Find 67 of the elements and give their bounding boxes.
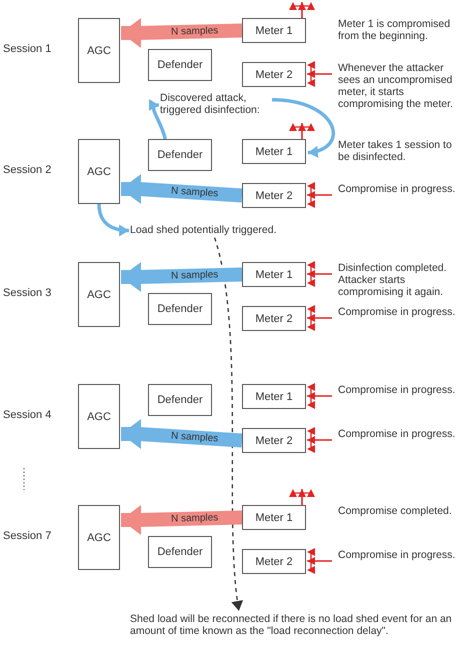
component-label: Meter 1 — [255, 144, 293, 160]
data-flow-arrow — [272, 98, 335, 157]
attack-arrow — [306, 547, 332, 575]
component-label: Meter 2 — [255, 68, 293, 82]
component-label: Defender — [157, 58, 203, 73]
note-text: Compromise completed. — [338, 505, 453, 517]
attack-arrow — [288, 122, 316, 139]
component-label: Meter 1 — [255, 24, 293, 38]
annotation-text: Discovered attack, triggered disinfection: — [160, 92, 272, 118]
defender-box — [148, 293, 212, 325]
attack-arrow — [288, 1, 316, 18]
component-label: AGC — [87, 410, 111, 424]
edge-label: N samples — [170, 512, 218, 525]
data-flow-arrow — [121, 262, 242, 292]
edge-label: N samples — [170, 270, 218, 282]
defender-box — [148, 384, 212, 416]
attack-arrow — [306, 181, 332, 209]
attack-arrow — [306, 304, 332, 332]
defender-box — [148, 536, 212, 568]
component-label: Meter 1 — [255, 390, 293, 404]
edge-label: N samples — [170, 185, 219, 200]
note-text: Compromise in progress. — [338, 183, 456, 195]
edge-label: N samples — [170, 430, 219, 444]
defender-box — [148, 49, 212, 81]
note-text: Meter takes 1 session to be disinfected. — [338, 139, 453, 163]
component-label: AGC — [87, 288, 111, 302]
component-label: Meter 2 — [255, 188, 293, 204]
note-text: Compromise in progress. — [338, 549, 456, 561]
component-label: Defender — [157, 545, 203, 560]
attack-arrow — [306, 260, 332, 288]
component-label: AGC — [87, 44, 111, 58]
data-flow-arrow — [121, 18, 242, 48]
edge-label: N samples — [170, 26, 218, 38]
note-text: Whenever the attacker sees an uncompromised meter, it starts compromising the meter. — [338, 62, 454, 110]
component-label: AGC — [87, 164, 111, 180]
component-label: Defender — [157, 302, 203, 317]
data-flow-arrow — [148, 100, 167, 140]
data-flow-arrow — [121, 419, 242, 449]
component-label: Defender — [157, 148, 203, 163]
annotation-text: Load shed potentially triggered. — [130, 224, 310, 237]
session-label: Session 2 — [3, 164, 52, 176]
component-label: Defender — [157, 393, 203, 408]
note-text: Compromise in progress. — [338, 306, 456, 318]
defender-box — [148, 139, 212, 171]
component-label: Meter 1 — [255, 510, 293, 526]
component-label: Meter 2 — [255, 434, 293, 448]
attack-arrow — [288, 488, 316, 505]
component-label: Meter 2 — [255, 312, 293, 326]
data-flow-arrow — [97, 204, 130, 236]
session-label: Session 1 — [3, 43, 52, 55]
attack-arrow — [306, 382, 332, 410]
component-label: Meter 1 — [255, 268, 293, 282]
note-text: Compromise in progress. — [338, 428, 456, 440]
data-flow-arrow — [121, 505, 242, 535]
session-label: Session 4 — [3, 409, 52, 421]
dashed-arrow — [214, 237, 244, 611]
component-label: Meter 2 — [255, 554, 293, 570]
component-label: AGC — [87, 530, 111, 546]
session-label: Session 3 — [3, 287, 52, 299]
attack-arrow — [306, 426, 332, 454]
data-flow-arrow — [121, 174, 242, 204]
attack-arrow — [306, 60, 332, 88]
note-text: Compromise in progress. — [338, 384, 456, 396]
session-label: Session 7 — [3, 530, 52, 542]
note-text: Disinfection completed. Attacker starts compromising it again. — [338, 262, 448, 298]
note-text: Meter 1 is compromised from the beginning. — [338, 18, 452, 42]
annotation-text: Shed load will be reconnected if there is no load shed event for an an amount of time known as the "load reconnection delay". — [130, 613, 460, 639]
